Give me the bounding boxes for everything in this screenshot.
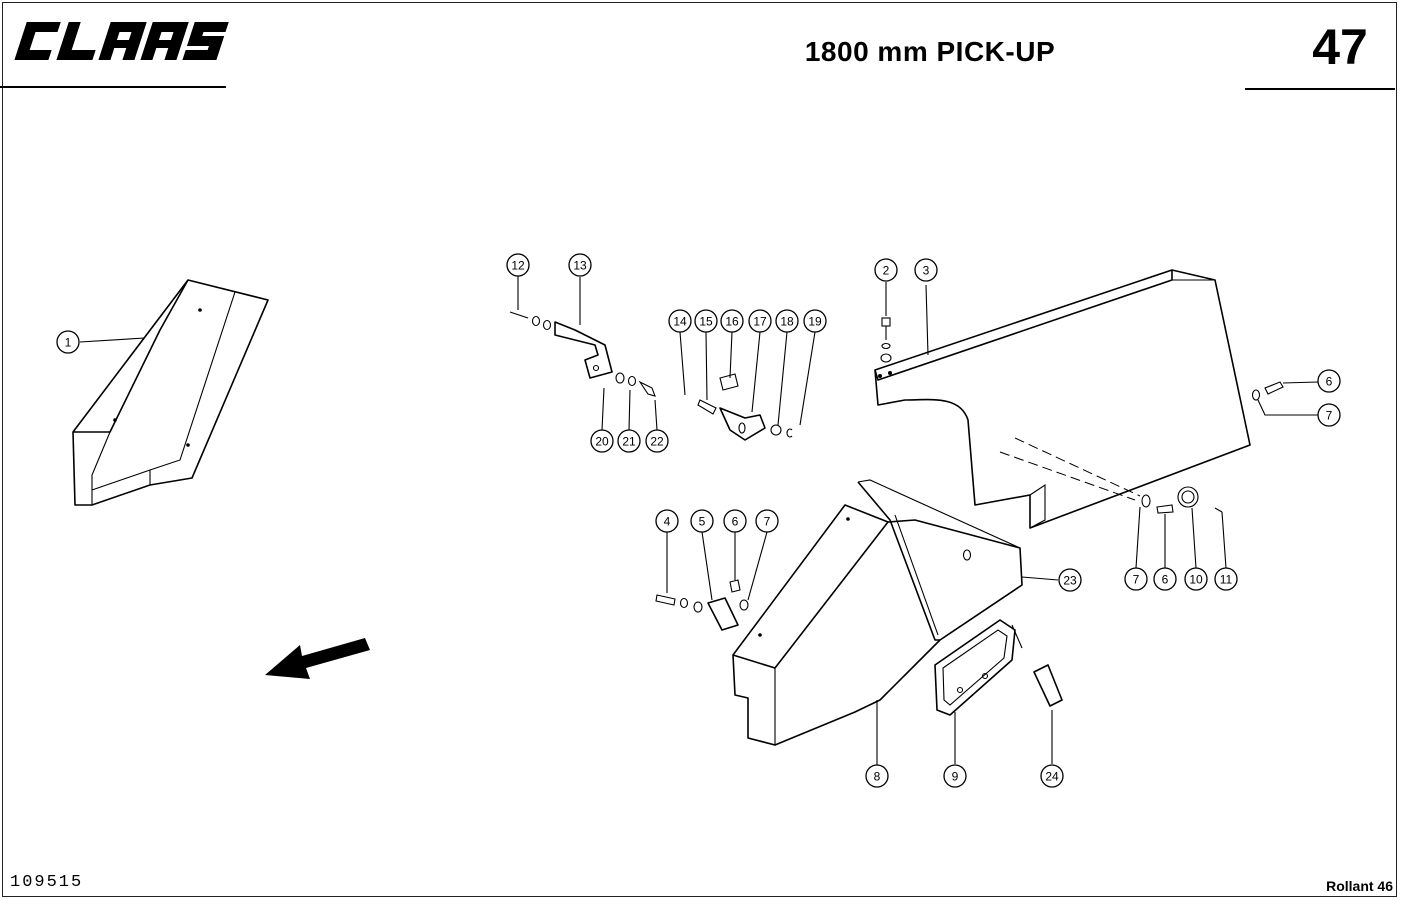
callout-label: 6 xyxy=(732,515,739,529)
callout-label: 6 xyxy=(1326,375,1333,389)
callout-1: 1 xyxy=(56,330,80,354)
model-label: Rollant 46 xyxy=(1326,878,1393,894)
callout-13: 13 xyxy=(568,253,592,277)
callout-label: 1 xyxy=(65,336,72,350)
callout-6: 6 xyxy=(723,509,747,533)
bolt-washer-upper-right xyxy=(1251,381,1319,416)
callout-2: 2 xyxy=(874,258,898,282)
direction-arrow xyxy=(265,638,370,679)
part-1-side-guard xyxy=(72,279,269,506)
callout-label: 23 xyxy=(1063,574,1077,588)
page-number: 47 xyxy=(1312,19,1368,75)
callout-label: 10 xyxy=(1189,573,1203,587)
callout-label: 6 xyxy=(1162,573,1169,587)
callout-20: 20 xyxy=(590,429,614,453)
callout-8: 8 xyxy=(865,764,889,788)
callout-label: 2 xyxy=(883,264,890,278)
callout-18: 18 xyxy=(775,309,799,333)
claas-logo xyxy=(14,22,229,60)
callout-label: 22 xyxy=(650,435,664,449)
callout-6: 6 xyxy=(1153,567,1177,591)
callout-label: 5 xyxy=(699,515,706,529)
callout-16: 16 xyxy=(720,309,744,333)
callout-23: 23 xyxy=(1058,568,1082,592)
hardware-front-left xyxy=(655,531,768,631)
callout-17: 17 xyxy=(748,309,772,333)
callout-label: 13 xyxy=(573,259,587,273)
callout-7: 7 xyxy=(1317,403,1341,427)
latch-assembly xyxy=(679,331,816,441)
callout-11: 11 xyxy=(1214,567,1238,591)
callout-7: 7 xyxy=(755,509,779,533)
callout-label: 15 xyxy=(699,315,713,329)
callout-label: 8 xyxy=(874,770,881,784)
part-3-rear-cover xyxy=(874,269,1251,529)
callout-12: 12 xyxy=(506,253,530,277)
callout-label: 7 xyxy=(764,515,771,529)
callout-14: 14 xyxy=(668,309,692,333)
callout-5: 5 xyxy=(690,509,714,533)
header-rule-right xyxy=(1245,88,1395,90)
callout-label: 21 xyxy=(622,435,636,449)
callout-9: 9 xyxy=(943,764,967,788)
callout-label: 3 xyxy=(923,264,930,278)
part-24-clip xyxy=(1033,664,1063,764)
callout-10: 10 xyxy=(1184,567,1208,591)
hardware-lower-right xyxy=(1135,486,1227,569)
callout-22: 22 xyxy=(645,429,669,453)
hardware-bracket-left xyxy=(509,276,658,431)
header-rule-left xyxy=(0,86,226,88)
callout-label: 14 xyxy=(673,315,687,329)
callout-6: 6 xyxy=(1317,369,1341,393)
callout-15: 15 xyxy=(694,309,718,333)
callout-label: 12 xyxy=(511,259,525,273)
callout-label: 7 xyxy=(1133,573,1140,587)
reference-number: 109515 xyxy=(10,873,84,892)
callout-label: 9 xyxy=(952,770,959,784)
part-2-bolt xyxy=(880,282,892,363)
callout-label: 4 xyxy=(664,515,671,529)
part-8-front-cover xyxy=(732,479,1059,765)
callout-label: 19 xyxy=(808,315,822,329)
callout-label: 16 xyxy=(725,315,739,329)
callout-21: 21 xyxy=(617,429,641,453)
callout-label: 18 xyxy=(780,315,794,329)
callout-19: 19 xyxy=(803,309,827,333)
callout-label: 17 xyxy=(753,315,767,329)
page-title: 1800 mm PICK-UP xyxy=(804,36,1056,67)
callout-3: 3 xyxy=(914,258,938,282)
callout-label: 20 xyxy=(595,435,609,449)
callout-4: 4 xyxy=(655,509,679,533)
part-9-window xyxy=(934,619,1023,764)
callout-24: 24 xyxy=(1040,764,1064,788)
callout-7: 7 xyxy=(1124,567,1148,591)
callout-label: 7 xyxy=(1326,409,1333,423)
callout-label: 11 xyxy=(1220,573,1233,587)
callout-label: 24 xyxy=(1045,770,1059,784)
